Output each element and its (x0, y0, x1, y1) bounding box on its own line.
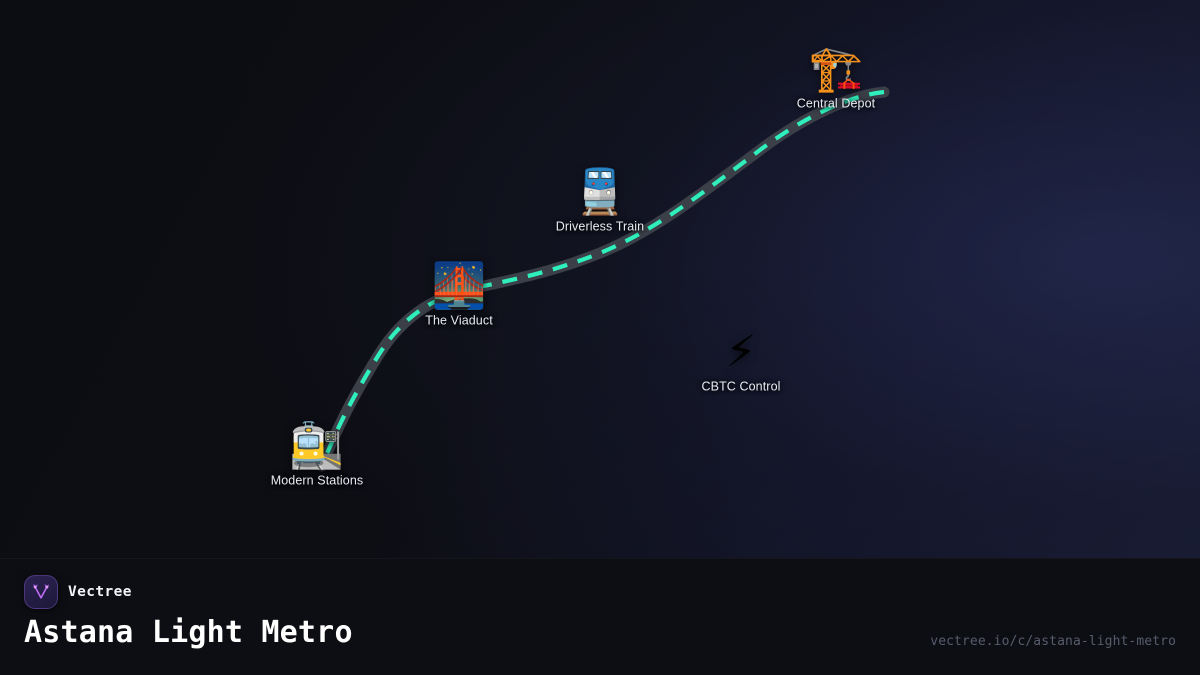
graph-node-the-viaduct[interactable]: 🌉The Viaduct (379, 260, 539, 328)
graph-node-label: Central Depot (796, 96, 876, 111)
page-footer: Vectree Astana Light Metro vectree.io/c/… (0, 558, 1200, 675)
graph-node-label: The Viaduct (425, 313, 493, 328)
graph-node-modern-stations[interactable]: 🚉Modern Stations (237, 420, 397, 488)
logo-glyph (33, 584, 50, 599)
graph-node-central-depot[interactable]: 🏗️Central Depot (756, 43, 916, 111)
graph-edges-layer (316, 86, 890, 472)
station-icon: 🚉 (289, 420, 345, 472)
high-voltage-icon: ⚡ (725, 326, 757, 378)
vectree-v-tree-logo-icon (24, 575, 58, 609)
edge-casing (316, 86, 890, 472)
train-icon: 🚆 (572, 166, 628, 218)
graph-node-label: Driverless Train (555, 219, 645, 234)
graph-node-driverless-train[interactable]: 🚆Driverless Train (520, 166, 680, 234)
brand-name: Vectree (68, 584, 132, 600)
graph-node-label: Modern Stations (270, 473, 364, 488)
page-title: Astana Light Metro (24, 615, 353, 650)
graph-node-label: CBTC Control (701, 379, 781, 394)
graph-node-cbtc-control[interactable]: ⚡CBTC Control (661, 326, 821, 394)
construction-crane-icon: 🏗️ (808, 43, 864, 95)
metro-line-edge[interactable] (316, 86, 890, 472)
page-url: vectree.io/c/astana-light-metro (930, 634, 1176, 649)
bridge-at-night-icon: 🌉 (431, 260, 487, 312)
graph-canvas[interactable]: 🏗️Central Depot 🚆Driverless Train 🌉The Via… (0, 0, 1200, 560)
brand[interactable]: Vectree (24, 575, 132, 609)
